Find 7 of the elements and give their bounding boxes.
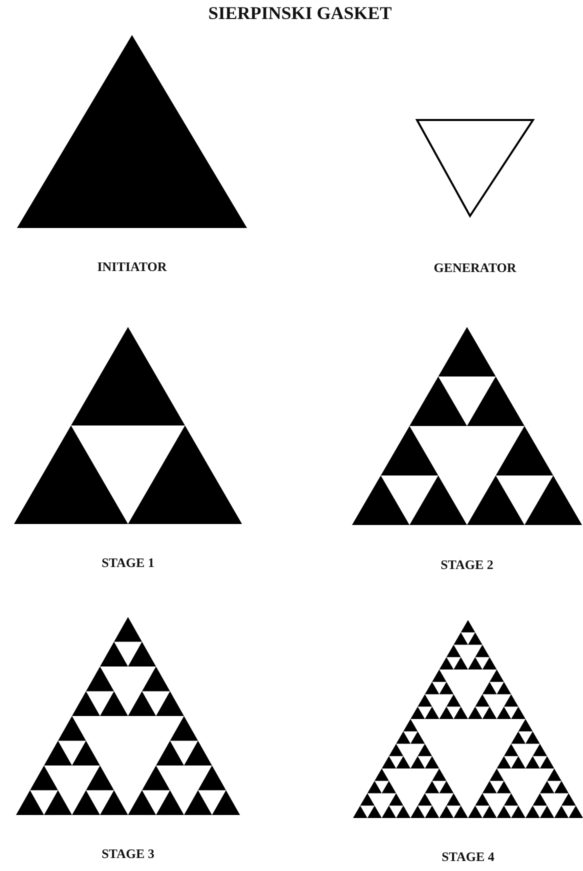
stage-caption: STAGE 4 xyxy=(442,849,494,865)
stage-caption: STAGE 2 xyxy=(440,557,494,573)
stage-caption: STAGE 3 xyxy=(102,846,154,862)
stage-caption: STAGE 1 xyxy=(102,555,154,571)
stage-caption: INITIATOR xyxy=(97,259,167,275)
diagram-title: SIERPINSKI GASKET xyxy=(208,3,392,24)
stage-caption: GENERATOR xyxy=(434,260,516,276)
